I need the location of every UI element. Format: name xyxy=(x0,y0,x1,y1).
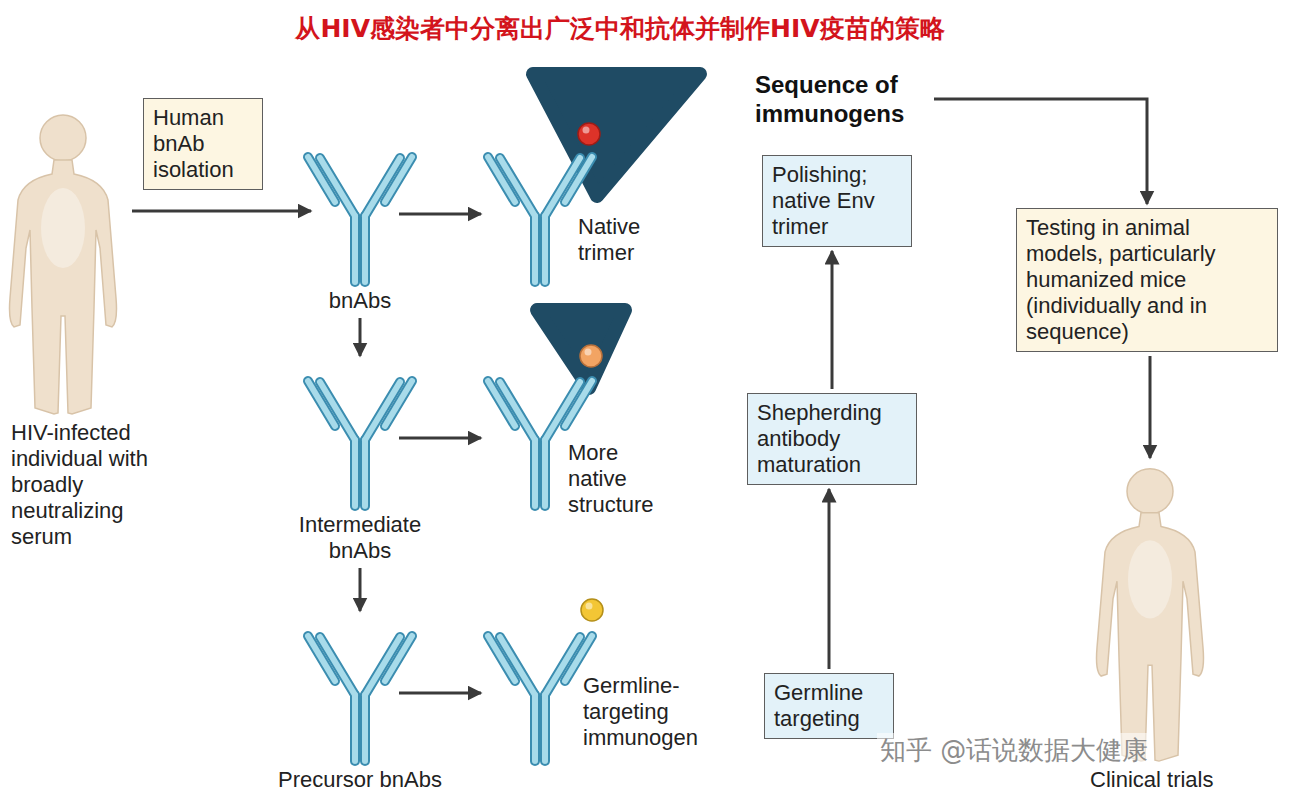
antibody-symbol xyxy=(488,636,592,761)
antibody-chain xyxy=(542,216,548,282)
node-text: Clinical trials xyxy=(1090,767,1210,793)
node-text: Germline targeting xyxy=(774,680,884,732)
node-text: bnAbs xyxy=(270,288,450,314)
person-figure xyxy=(8,108,118,418)
antibody-structure-figure: More native structure xyxy=(485,360,595,510)
process-box: Testing in animal models, particularly h… xyxy=(1016,208,1278,352)
antibody-chain xyxy=(385,381,412,426)
antibody-chain-outline xyxy=(530,440,540,506)
env-trimer-shape xyxy=(533,74,700,196)
diagram-title: 从HIV感染者中分离出广泛中和抗体并制作HIV疫苗的策略 xyxy=(0,12,1240,45)
antibody-chain xyxy=(352,440,358,506)
antibody-chain-outline xyxy=(360,695,370,761)
antibody-chain xyxy=(352,695,358,761)
antibody-chain-outline xyxy=(360,216,370,282)
antibody-chain-outline xyxy=(350,695,360,761)
antibody-trimer-figure: Native trimer xyxy=(485,136,595,286)
watermark: 知乎 @话说数据大健康 xyxy=(877,733,1151,768)
antibody-figure xyxy=(305,360,415,510)
node-text: Intermediate bnAbs xyxy=(270,512,450,564)
node-text: Testing in animal models, particularly h… xyxy=(1026,215,1268,345)
antibody-symbol xyxy=(308,381,412,506)
epitope-dot xyxy=(580,345,602,367)
flow-arrow xyxy=(132,210,311,213)
process-box: Germline targeting xyxy=(764,673,894,739)
antibody-chain xyxy=(488,381,515,426)
flow-arrow xyxy=(399,692,481,695)
person-glow xyxy=(1128,540,1172,618)
flow-arrow xyxy=(359,318,362,356)
antibody-chain xyxy=(362,440,368,506)
antibody-immunogen-figure: Germline-targeting immunogen xyxy=(485,615,595,765)
antibody-chain xyxy=(488,157,515,202)
antibody-chain xyxy=(565,381,592,426)
antibody-chain-outline xyxy=(540,216,550,282)
antibody-symbol xyxy=(308,157,412,282)
process-box: Shepherding antibody maturation xyxy=(747,393,917,485)
antibody-figure xyxy=(485,615,595,765)
person-head xyxy=(40,115,86,161)
antibody-chain-outline xyxy=(350,440,360,506)
epitope-highlight xyxy=(586,603,593,610)
antibody-symbol xyxy=(488,157,592,282)
antibody-chain xyxy=(565,157,592,202)
flow-arrow xyxy=(831,251,834,389)
node-text: More native structure xyxy=(568,440,680,518)
antibody-chain xyxy=(532,440,538,506)
antibody-chain xyxy=(542,440,548,506)
antibody-chain-outline xyxy=(530,216,540,282)
env-trimer-shape xyxy=(537,310,625,388)
antibody-figure xyxy=(305,615,415,765)
antibody-chain xyxy=(308,381,335,426)
antibody-chain-outline xyxy=(540,695,550,761)
antibody-figure: Precursor bnAbs xyxy=(270,615,450,793)
heading-text: Sequence of immunogens xyxy=(755,70,925,128)
person-head xyxy=(1127,469,1173,514)
antibody-chain xyxy=(352,216,358,282)
antibody-chain-outline xyxy=(360,440,370,506)
person-figure xyxy=(1095,462,1205,765)
antibody-chain-outline xyxy=(530,695,540,761)
epitope-dot xyxy=(578,123,600,145)
node-text: Polishing; native Env trimer xyxy=(772,162,902,240)
node-text: Native trimer xyxy=(578,214,673,266)
node-text: Germline-targeting immunogen xyxy=(583,673,708,751)
epitope-dot xyxy=(581,599,603,621)
flow-arrow xyxy=(828,489,831,669)
person-body xyxy=(1097,513,1204,761)
antibody-figure xyxy=(305,136,415,286)
antibody-chain-outline xyxy=(350,216,360,282)
sequence-heading: Sequence of immunogens xyxy=(755,70,930,128)
antibody-figure: bnAbs xyxy=(270,136,450,314)
process-box: Human bnAb isolation xyxy=(143,98,263,190)
antibody-chain xyxy=(308,636,335,681)
node-text: Human bnAb isolation xyxy=(153,105,253,183)
flow-arrow xyxy=(399,213,481,216)
node-text: Precursor bnAbs xyxy=(270,767,450,793)
antibody-chain xyxy=(532,695,538,761)
epitope-highlight xyxy=(585,349,592,356)
process-box: Polishing; native Env trimer xyxy=(762,155,912,247)
epitope-highlight xyxy=(583,127,590,134)
flow-arrow xyxy=(934,99,1147,204)
person-glow xyxy=(41,188,85,268)
antibody-symbol xyxy=(308,636,412,761)
antibody-chain-outline xyxy=(540,440,550,506)
antibody-chain xyxy=(362,216,368,282)
antibody-chain xyxy=(385,636,412,681)
antibody-chain xyxy=(362,695,368,761)
flow-arrow xyxy=(1149,356,1152,458)
antibody-chain xyxy=(542,695,548,761)
antibody-chain xyxy=(385,157,412,202)
antibody-chain xyxy=(308,157,335,202)
node-text: HIV-infected individual with broadly neu… xyxy=(5,420,149,550)
person-body xyxy=(10,160,117,414)
antibody-chain xyxy=(488,636,515,681)
flow-arrow xyxy=(399,437,481,440)
flow-arrow xyxy=(359,568,362,611)
antibody-figure: Intermediate bnAbs xyxy=(270,360,450,564)
antibody-chain xyxy=(532,216,538,282)
node-text: Shepherding antibody maturation xyxy=(757,400,907,478)
